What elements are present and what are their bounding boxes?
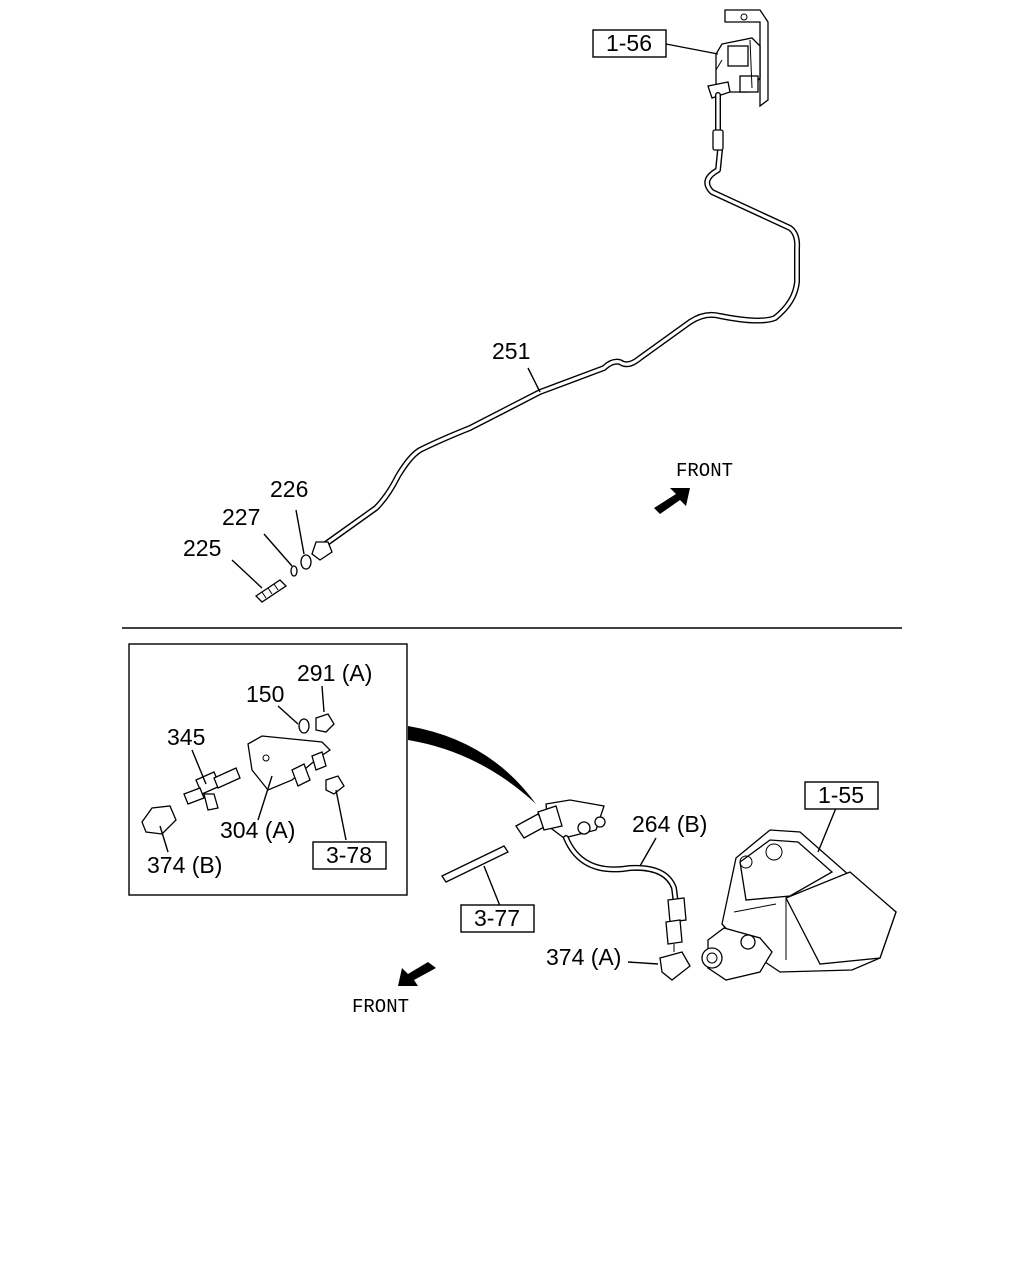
- leader-lines-upper: [231, 43, 719, 589]
- inset-small-parts: [141, 713, 345, 835]
- inset-tee-fitting-345: [183, 767, 241, 811]
- front-label-upper: FRONT: [676, 460, 733, 482]
- brake-hose-264b: [563, 835, 687, 945]
- brake-pipe-251: [311, 92, 801, 561]
- ref-1-56-text: 1-56: [606, 30, 652, 56]
- label-374b: 374 (B): [147, 852, 222, 878]
- label-304a: 304 (A): [220, 817, 295, 843]
- label-226: 226: [270, 476, 308, 502]
- label-150: 150: [246, 681, 284, 707]
- frame-member-3-77: [441, 845, 509, 883]
- ref-box-3-77: 3-77: [460, 904, 535, 933]
- ref-box-3-78: 3-78: [312, 841, 387, 870]
- front-arrow-down-left-icon: [398, 962, 436, 986]
- ref-1-55-text: 1-55: [818, 782, 864, 808]
- leader-lines-lower: [483, 807, 837, 965]
- label-227: 227: [222, 504, 260, 530]
- ref-3-77-text: 3-77: [474, 905, 520, 931]
- fitting-hardware-225-227: [254, 554, 312, 603]
- label-345: 345: [167, 724, 205, 750]
- front-arrow-up-right-icon: [654, 488, 690, 514]
- label-225: 225: [183, 535, 221, 561]
- elbow-fitting-374a: [659, 944, 691, 981]
- valve-bracket-assembly: [707, 9, 769, 108]
- leader-lines-inset: [159, 685, 347, 853]
- brake-caliper-1-55: [701, 829, 897, 981]
- detail-callout-arrow: [408, 726, 536, 804]
- label-291a: 291 (A): [297, 660, 372, 686]
- ref-3-78-text: 3-78: [326, 842, 372, 868]
- front-label-lower: FRONT: [352, 996, 409, 1018]
- ref-box-1-55: 1-55: [804, 781, 879, 810]
- label-264b: 264 (B): [632, 811, 707, 837]
- label-251: 251: [492, 338, 530, 364]
- ref-box-1-56: 1-56: [592, 29, 667, 58]
- label-374a: 374 (A): [546, 944, 621, 970]
- tee-connector-assembly: [515, 799, 606, 839]
